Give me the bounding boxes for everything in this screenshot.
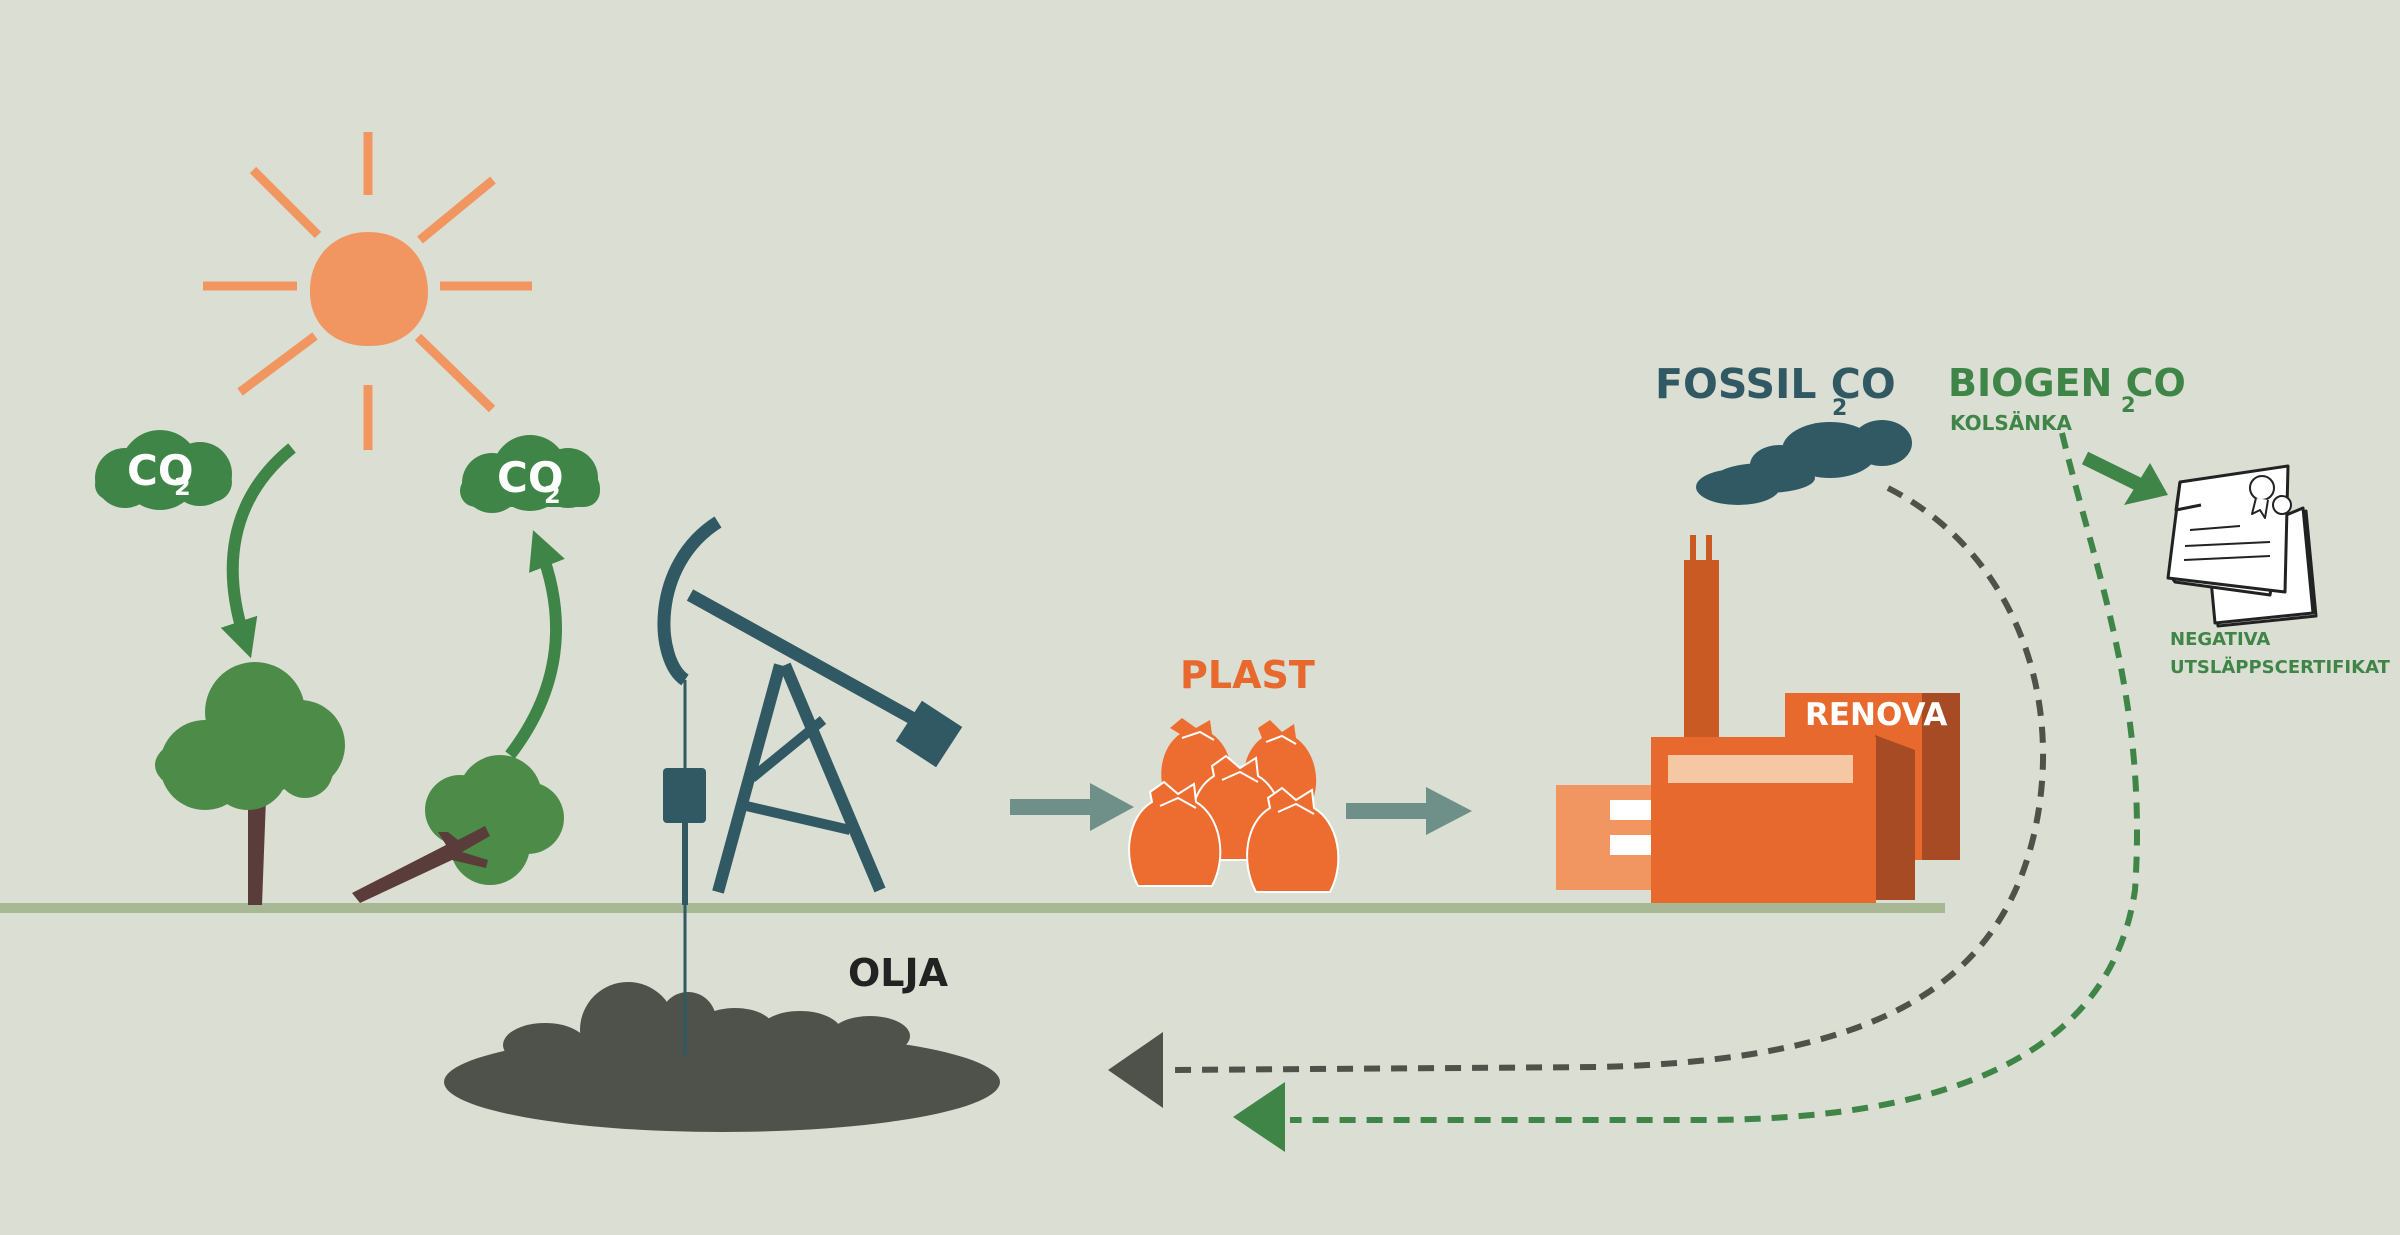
trash-bag-icon (1128, 780, 1222, 887)
co2-subscript-left: 2 (174, 473, 191, 501)
oil-pool (444, 982, 1000, 1132)
ground-line (0, 903, 1945, 913)
biogen-co2-subscript: 2 (2121, 393, 2136, 417)
arrow-icon (220, 443, 296, 659)
plast-label: PLAST (1180, 653, 1315, 697)
negativa-label: NEGATIVA (2170, 629, 2270, 650)
fossil-co2-subscript: 2 (1832, 396, 1847, 421)
kolsanka-label: KOLSÄNKA (1950, 411, 2072, 435)
cloud-icon (95, 430, 232, 510)
olja-label: OLJA (848, 951, 949, 995)
co2-subscript-right: 2 (544, 481, 561, 509)
cloud-icon (460, 435, 600, 513)
sun-icon (203, 132, 532, 450)
co2-cloud-right: CO 2 (460, 435, 600, 513)
fossil-co2-label: FOSSIL CO (1655, 360, 1896, 408)
tree-icon (155, 662, 345, 905)
co2-cloud-left: CO 2 (95, 430, 232, 510)
fallen-tree-icon (352, 755, 564, 903)
oil-pump-icon (657, 516, 963, 1055)
biogen-return-flow (1233, 432, 2140, 1152)
arrow-icon (1010, 783, 1134, 831)
plastic-bags (1128, 718, 1340, 893)
arrow-icon (2081, 451, 2168, 505)
biogen-co2-label: BIOGEN CO (1948, 361, 2186, 405)
co2-label-right: CO (497, 453, 564, 502)
utslappscertifikat-label: UTSLÄPPSCERTIFIKAT (2170, 656, 2391, 678)
fossil-return-flow (1108, 485, 2047, 1108)
trash-bag-icon (1246, 786, 1340, 893)
renova-label: RENOVA (1805, 697, 1947, 733)
co2-label-left: CO (127, 446, 194, 495)
arrow-icon (1346, 787, 1472, 835)
factory-icon: RENOVA (1556, 535, 1960, 903)
certificate-icon (2166, 464, 2318, 628)
fossil-cloud-icon (1696, 420, 1912, 505)
arrow-icon (505, 530, 565, 759)
arrow-icon (1233, 1082, 1285, 1152)
arrow-icon (1108, 1032, 1163, 1108)
